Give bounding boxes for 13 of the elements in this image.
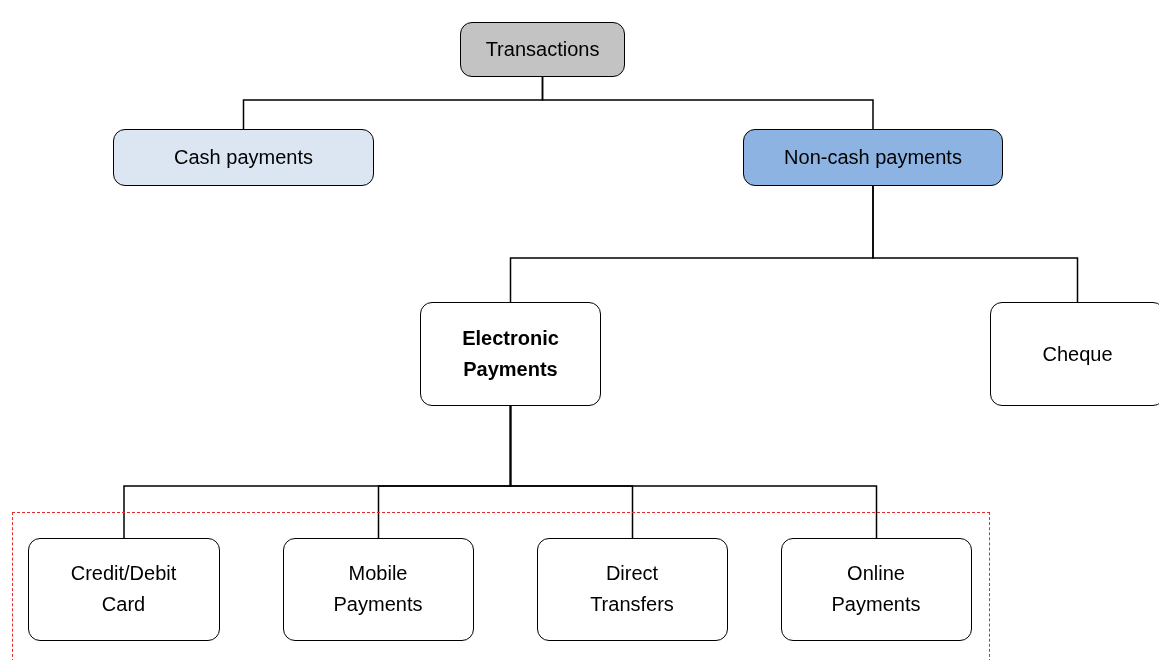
connector-line — [541, 76, 874, 130]
process-box: Mobile Payments — [282, 537, 474, 641]
dashed-frame — [12, 512, 990, 660]
category-box: Electronic Payments — [420, 302, 601, 406]
connector-line — [509, 405, 878, 539]
category-box: Non-cash payments — [743, 129, 1003, 186]
root-box: Transactions — [460, 22, 625, 77]
process-box: Cheque — [990, 302, 1159, 406]
process-box: Credit/Debit Card — [27, 537, 220, 641]
process-box: Direct Transfers — [536, 537, 728, 641]
process-box: Online Payments — [780, 537, 972, 641]
category-box: Cash payments — [113, 129, 374, 186]
connector-line — [872, 185, 1079, 303]
